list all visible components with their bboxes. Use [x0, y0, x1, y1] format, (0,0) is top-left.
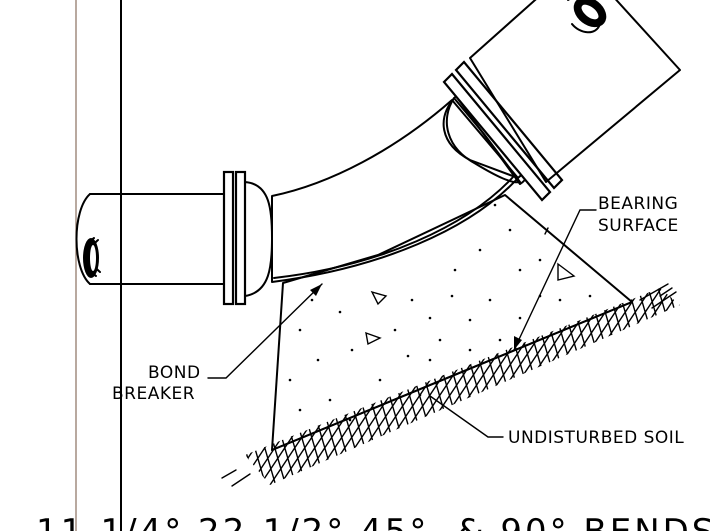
inlet-pipe	[75, 193, 225, 285]
label-bearing: BEARING	[598, 194, 678, 214]
label-breaker: BREAKER	[112, 384, 195, 404]
bend-inner-line	[273, 175, 515, 279]
concrete-aggregate	[288, 203, 592, 422]
aggregate-triangle	[557, 262, 576, 281]
outlet-pipe	[469, 0, 681, 183]
aggregate-triangle	[365, 331, 382, 346]
soil-hatch	[245, 288, 680, 485]
leader-undisturbed-soil	[429, 395, 504, 438]
flange-left	[222, 170, 273, 306]
leader-bond-breaker	[207, 283, 323, 379]
aggregate-triangle	[370, 290, 388, 306]
leader-bearing-surface	[513, 209, 597, 351]
label-bond: BOND	[148, 363, 201, 383]
drawing-title: 11-1/4°,22-1/2°,45°, & 90° BENDS	[36, 512, 716, 531]
flange-right	[442, 60, 564, 202]
soil-edge-ticks	[221, 283, 677, 487]
label-undisturbed-soil: UNDISTURBED SOIL	[508, 428, 684, 448]
label-surface: SURFACE	[598, 216, 679, 236]
